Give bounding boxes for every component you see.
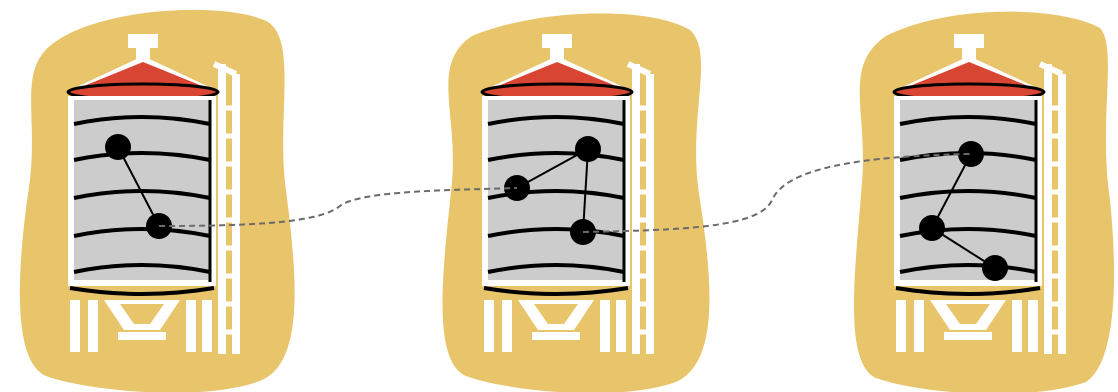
support-leg [502,300,512,352]
support-leg [70,300,80,352]
support-leg [1012,300,1022,352]
roof-vent [954,34,984,48]
silo-2 [443,13,710,392]
support-leg [616,300,626,352]
support-leg [88,300,98,352]
silos-layer [20,10,1114,392]
support-leg [484,300,494,352]
support-leg [1028,300,1038,352]
support-leg [896,300,906,352]
hopper-outlet [532,332,580,340]
node-dot [105,134,131,160]
support-leg [202,300,212,352]
node-dot [958,141,984,167]
node-dot [982,255,1008,281]
hopper-outlet [944,332,992,340]
node-dot [919,215,945,241]
silo-3 [854,12,1114,392]
roof-vent [128,34,158,48]
silo-1 [20,10,295,392]
roof-vent [542,34,572,48]
support-leg [600,300,610,352]
node-dot [575,136,601,162]
support-leg [914,300,924,352]
hopper-outlet [118,332,166,340]
support-leg [186,300,196,352]
